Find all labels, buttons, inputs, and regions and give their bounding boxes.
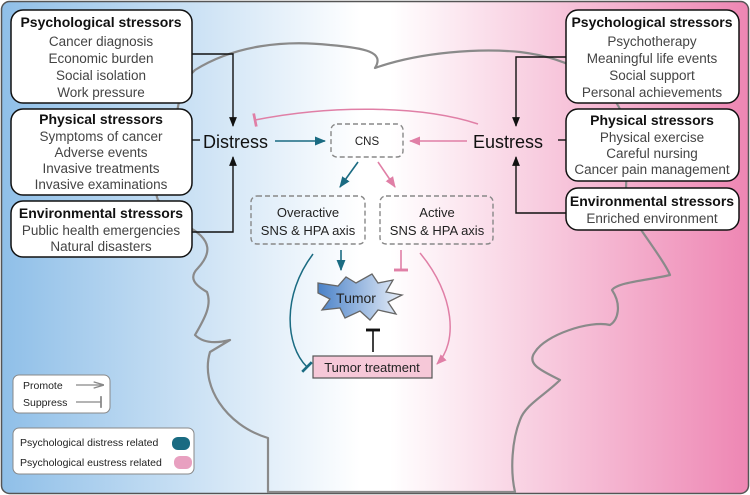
box-item: Psychotherapy xyxy=(607,34,697,49)
box-item: Symptoms of cancer xyxy=(39,129,163,144)
legend-arrow-types: Promote Suppress xyxy=(12,374,111,414)
box-item: Meaningful life events xyxy=(587,51,718,66)
cns-label: CNS xyxy=(355,136,380,148)
box-item: Social support xyxy=(609,68,695,83)
box-item: Public health emergencies xyxy=(22,223,181,238)
box-title: Environmental stressors xyxy=(570,193,734,209)
right-environmental-box: Environmental stressors Enriched environ… xyxy=(565,187,740,231)
box-title: Psychological stressors xyxy=(20,14,181,30)
right-psychological-box: Psychological stressors Psychotherapy Me… xyxy=(565,9,740,104)
box-item: Physical exercise xyxy=(600,130,704,145)
right-physical-box: Physical stressors Physical exercise Car… xyxy=(565,108,740,182)
distress-suppress-treatment xyxy=(289,253,314,373)
left-environmental-box: Environmental stressors Public health em… xyxy=(10,200,193,258)
box-title: Physical stressors xyxy=(39,111,163,127)
legend-suppress-label: Suppress xyxy=(23,397,67,409)
left-psych-connector xyxy=(192,53,237,127)
legend-eustress-label: Psychological eustress related xyxy=(20,457,162,469)
right-psych-connector xyxy=(512,56,566,127)
active-label: Active xyxy=(419,205,454,220)
overactive-axis-label: SNS & HPA axis xyxy=(261,223,356,238)
left-env-connector xyxy=(192,156,237,233)
active-node xyxy=(379,195,494,245)
legend-distress-swatch xyxy=(172,437,190,450)
legend-promote-label: Promote xyxy=(23,380,63,392)
legend-eustress-swatch xyxy=(174,456,192,469)
cns-node xyxy=(330,123,404,158)
box-item: Economic burden xyxy=(48,51,153,66)
box-title: Environmental stressors xyxy=(19,205,183,221)
box-title: Psychological stressors xyxy=(571,14,732,30)
box-item: Personal achievements xyxy=(582,85,723,100)
head-silhouette xyxy=(154,42,672,494)
left-physical-box: Physical stressors Symptoms of cancer Ad… xyxy=(10,108,193,196)
box-item: Invasive examinations xyxy=(35,177,168,192)
box-item: Social isolation xyxy=(56,68,146,83)
right-env-connector xyxy=(512,156,566,214)
eustress-promote-treatment xyxy=(419,252,451,365)
eustress-label: Eustress xyxy=(473,132,543,152)
cns-to-active-arrow xyxy=(377,161,396,188)
tumor-treatment-node xyxy=(312,355,433,379)
eustress-suppress-distress xyxy=(252,108,479,127)
legend-colors: Psychological distress related Psycholog… xyxy=(12,427,195,475)
box-item: Cancer diagnosis xyxy=(49,34,154,49)
active-axis-label: SNS & HPA axis xyxy=(390,223,485,238)
tumor-shape xyxy=(317,273,405,321)
box-item: Work pressure xyxy=(57,85,145,100)
legend-distress-label: Psychological distress related xyxy=(20,437,158,449)
box-item: Cancer pain management xyxy=(574,162,730,177)
box-item: Natural disasters xyxy=(50,239,152,254)
cns-to-overactive-arrow xyxy=(339,161,359,188)
distress-label: Distress xyxy=(203,132,268,152)
left-psychological-box: Psychological stressors Cancer diagnosis… xyxy=(10,9,193,104)
box-item: Adverse events xyxy=(54,145,147,160)
tumor-treatment-label: Tumor treatment xyxy=(324,360,420,375)
box-title: Physical stressors xyxy=(590,112,714,128)
box-item: Invasive treatments xyxy=(42,161,159,176)
overactive-label: Overactive xyxy=(277,205,339,220)
box-item: Enriched environment xyxy=(586,211,718,226)
box-item: Careful nursing xyxy=(606,146,698,161)
overactive-node xyxy=(250,195,366,245)
tumor-label: Tumor xyxy=(336,290,376,306)
